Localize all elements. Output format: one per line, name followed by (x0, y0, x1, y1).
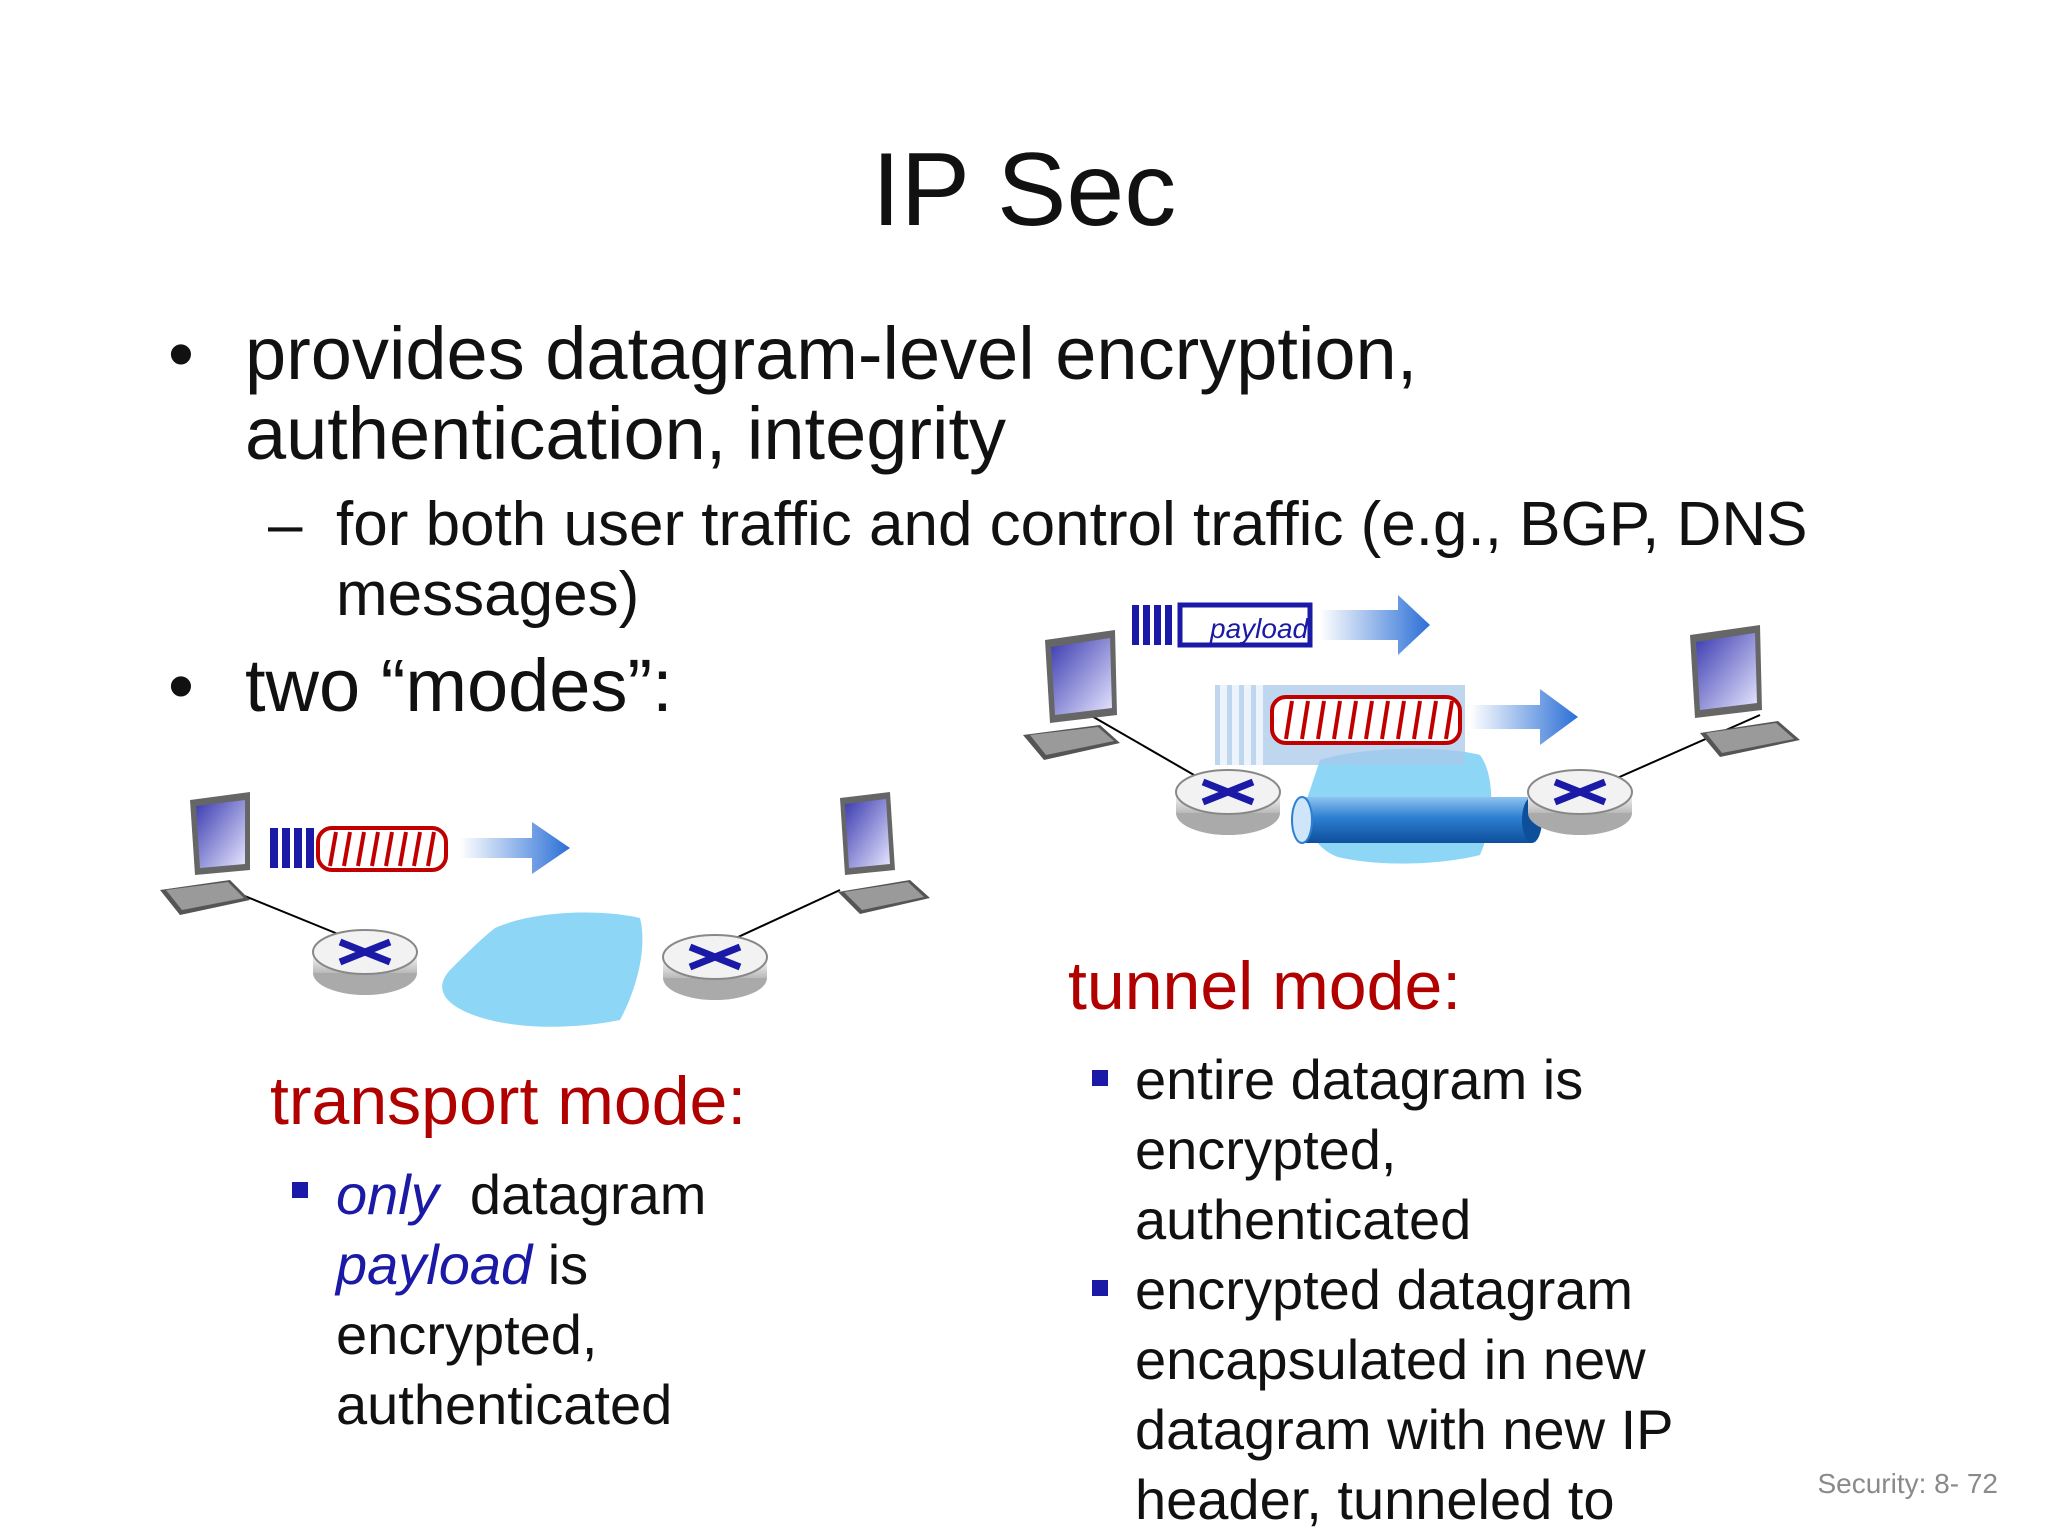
tunnel-item-2-line-3: datagram with new IP (1135, 1398, 1674, 1461)
bullet-1-line-1: provides datagram-level encryption, (245, 312, 1418, 395)
transport-line-3: encrypted, (336, 1303, 598, 1366)
tunnel-item-2-line-2: encapsulated in new (1135, 1328, 1646, 1391)
router-icon (1175, 769, 1281, 835)
bullet-2: two “modes”: (245, 644, 673, 727)
ip-header-icon (1132, 605, 1172, 645)
host-computer-icon (1690, 625, 1800, 757)
tunnel-mode-diagram: payload (1023, 595, 1800, 864)
slide-title: IP Sec (871, 132, 1177, 248)
host-computer-icon (838, 792, 930, 914)
tunnel-item-1-line-2: encrypted, (1135, 1118, 1397, 1181)
square-bullet-icon (1092, 1070, 1108, 1086)
payload-label: payload (1209, 613, 1310, 644)
host-computer-icon (1023, 630, 1120, 760)
bullet-1-line-2: authentication, integrity (245, 392, 1007, 475)
network-cloud (442, 912, 643, 1027)
arrow-icon (1470, 689, 1578, 745)
transport-line-2: payload is (336, 1230, 588, 1300)
bullet-marker: • (168, 312, 194, 395)
transport-mode-heading: transport mode: (270, 1063, 747, 1139)
tunnel-item-1-line-3: authenticated (1135, 1188, 1472, 1251)
tunnel-pipe-icon (1291, 796, 1542, 844)
transport-line-1-rest: datagram (438, 1163, 707, 1226)
ip-header-icon (270, 828, 314, 868)
arrow-icon (460, 822, 570, 874)
square-bullet-icon (292, 1182, 308, 1198)
host-computer-icon (160, 792, 250, 915)
new-ip-header-icon (1220, 685, 1263, 765)
tunnel-item-2-line-1: encrypted datagram (1135, 1258, 1634, 1321)
bullet-marker: • (168, 644, 194, 727)
emphasis-only: only (336, 1163, 439, 1226)
tunnel-item-1-line-1: entire datagram is (1135, 1048, 1584, 1111)
sub-bullet-marker: – (268, 490, 303, 559)
sub-bullet-line-2: messages) (336, 560, 640, 629)
router-icon (662, 934, 768, 1000)
encrypted-payload-icon (1270, 695, 1462, 745)
transport-line-2-rest: is (532, 1233, 589, 1296)
encrypted-payload-icon (316, 826, 448, 872)
tunnel-mode-heading: tunnel mode: (1068, 948, 1462, 1024)
router-icon (1527, 769, 1633, 835)
arrow-icon (1320, 595, 1430, 655)
sub-bullet-line-1: for both user traffic and control traffi… (336, 490, 1808, 559)
payload-box (1177, 602, 1313, 648)
transport-line-1: only datagram (336, 1160, 706, 1230)
square-bullet-icon (1092, 1280, 1108, 1296)
emphasis-payload: payload (336, 1233, 533, 1296)
router-icon (312, 929, 418, 995)
tunnel-item-2-line-4: header, tunneled to (1135, 1468, 1615, 1531)
slide-footer: Security: 8- 72 (1817, 1468, 1998, 1499)
transport-mode-diagram (160, 792, 930, 1027)
transport-line-4: authenticated (336, 1373, 673, 1436)
